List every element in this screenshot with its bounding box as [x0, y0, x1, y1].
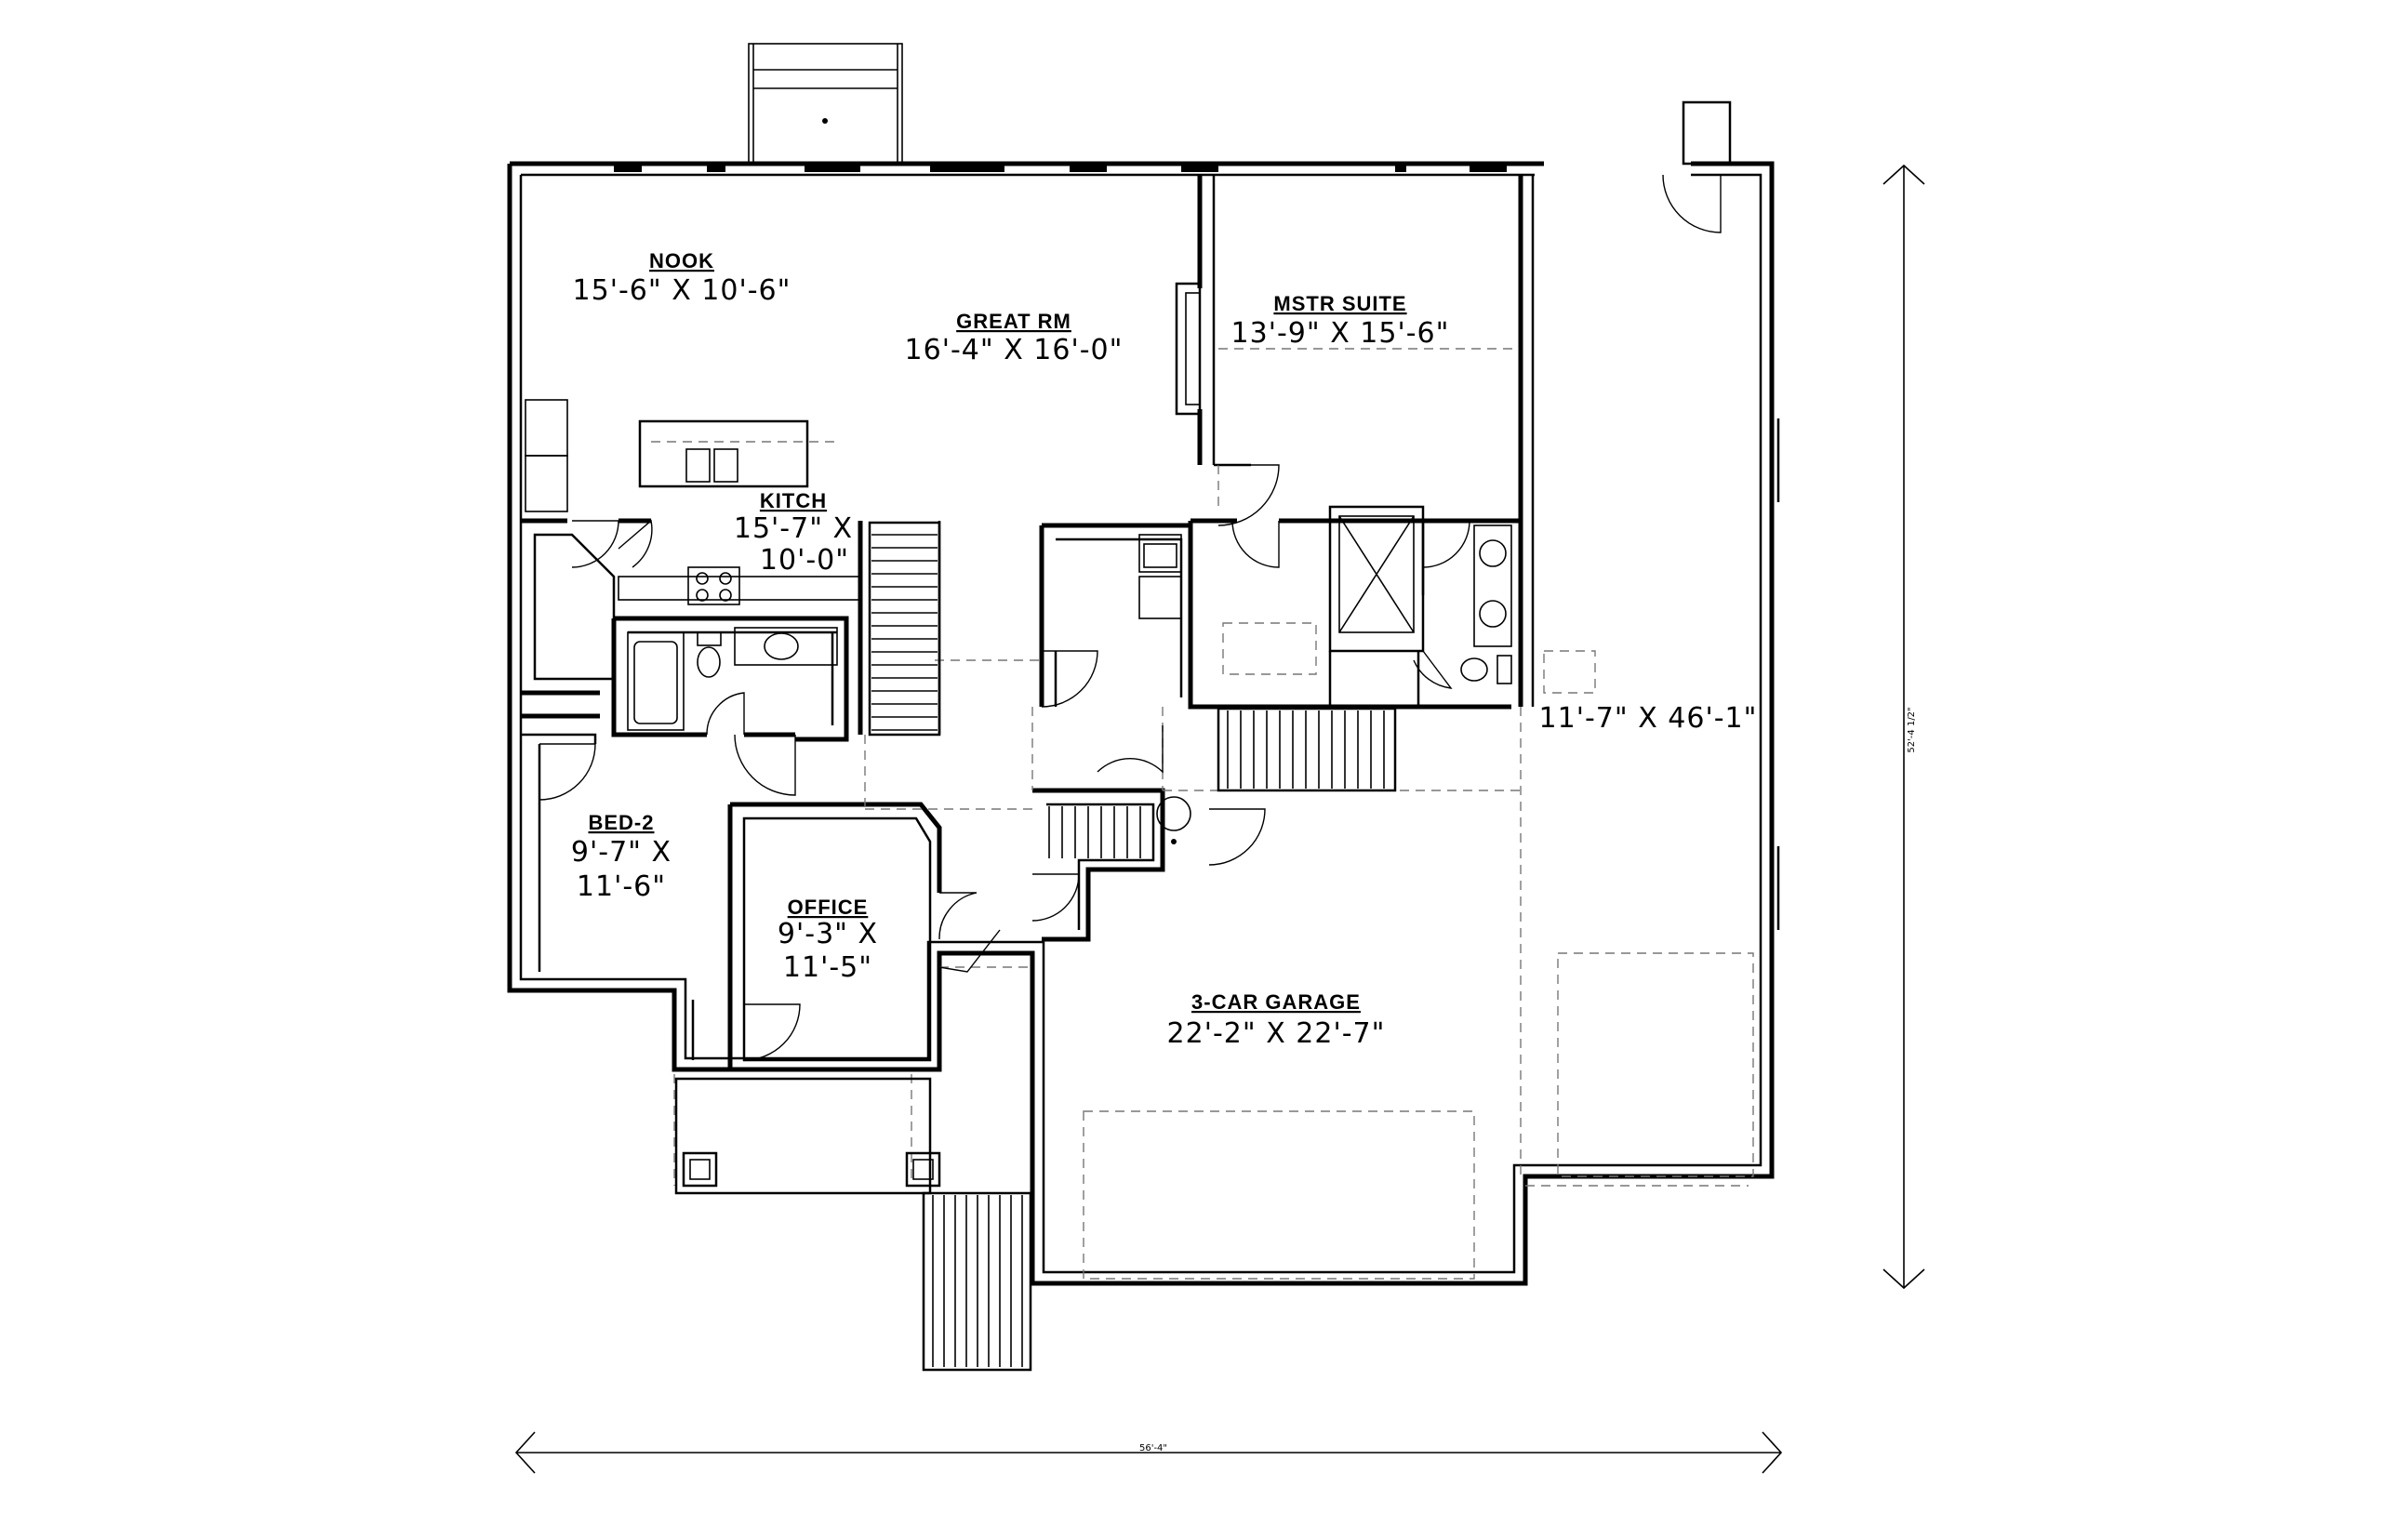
- mstr-suite-dims: 13'-9" X 15'-6": [1231, 317, 1450, 350]
- dim-horizontal: 56'-4": [514, 1431, 1783, 1474]
- room-mstr-suite: MSTR SUITE 13'-9" X 15'-6": [1231, 292, 1450, 350]
- stairs-front: [922, 1191, 1032, 1372]
- great-rm-name: GREAT RM: [956, 310, 1071, 333]
- room-office: OFFICE 9'-3" X 11'-5": [778, 896, 878, 984]
- front-porch: [674, 1077, 941, 1195]
- bed-2-dims-line1: 9'-7" X: [571, 836, 672, 869]
- office-dims-line2: 11'-5": [783, 951, 872, 984]
- kitch-dims-line1: 15'-7" X: [734, 512, 853, 545]
- overall-width-label: 56'-4": [1139, 1443, 1167, 1454]
- garage-name: 3-CAR GARAGE: [1191, 990, 1361, 1014]
- room-bed-2: BED-2 9'-7" X 11'-6": [571, 811, 672, 903]
- room-garage: 3-CAR GARAGE 22'-2" X 22'-7": [1167, 990, 1386, 1050]
- top-windows: [614, 163, 1507, 172]
- bed-2-name: BED-2: [588, 811, 654, 834]
- dashed-lines: [651, 348, 1754, 1280]
- office-dims-line1: 9'-3" X: [778, 918, 878, 950]
- doors: [539, 174, 1722, 1061]
- nook-name: NOOK: [649, 249, 714, 272]
- garage-dims: 22'-2" X 22'-7": [1167, 1017, 1386, 1050]
- overall-depth-label: 52'-4 1/2": [1907, 707, 1917, 752]
- kitch-dims-line2: 10'-0": [760, 544, 849, 577]
- room-kitch: KITCH 15'-7" X 10'-0": [734, 489, 853, 577]
- office-name: OFFICE: [788, 896, 869, 919]
- rv-bay-dims: 11'-7" X 46'-1": [1539, 702, 1758, 735]
- fixtures: [525, 399, 1512, 844]
- mstr-suite-name: MSTR SUITE: [1273, 292, 1406, 315]
- stairs-garage: [1217, 707, 1397, 792]
- great-rm-dims: 16'-4" X 16'-0": [905, 334, 1124, 366]
- dim-vertical: 52'-4 1/2": [1882, 164, 1925, 1290]
- room-rv-bay: 11'-7" X 46'-1": [1539, 702, 1758, 735]
- kitch-name: KITCH: [760, 489, 827, 512]
- stairs-landing: [1048, 806, 1141, 858]
- bed-2-dims-line2: 11'-6": [577, 870, 666, 903]
- room-nook: NOOK 15'-6" X 10'-6": [573, 249, 791, 307]
- nook-dims: 15'-6" X 10'-6": [573, 274, 791, 307]
- room-great-rm: GREAT RM 16'-4" X 16'-0": [905, 310, 1124, 366]
- top-deck: [748, 43, 903, 165]
- stairs-main: [868, 521, 941, 737]
